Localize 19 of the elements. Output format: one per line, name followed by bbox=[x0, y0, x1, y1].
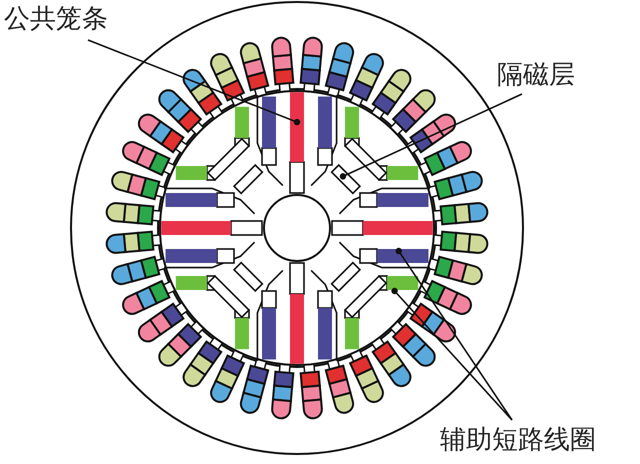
rotor-bar bbox=[359, 192, 428, 208]
leader-line bbox=[88, 39, 300, 126]
rotor-bar bbox=[261, 290, 277, 360]
rotor-bar bbox=[166, 248, 235, 264]
callout-label: 公共笼条 bbox=[4, 4, 108, 34]
callout-label: 辅助短路线圈 bbox=[440, 425, 596, 455]
rotor-bar bbox=[161, 220, 263, 236]
rotor-bar bbox=[166, 192, 235, 208]
leader-line bbox=[396, 248, 513, 420]
rotor-bar bbox=[261, 96, 277, 166]
rotor-bar bbox=[317, 290, 333, 360]
callout-label: 隔磁层 bbox=[497, 60, 575, 90]
rotor-bar bbox=[317, 96, 333, 166]
rotor-bar bbox=[289, 92, 305, 194]
leader-line bbox=[340, 93, 522, 180]
rotor-bar bbox=[331, 220, 433, 236]
leader-line bbox=[391, 288, 513, 421]
rotor-bar bbox=[359, 248, 428, 264]
rotor-bar bbox=[289, 262, 305, 364]
